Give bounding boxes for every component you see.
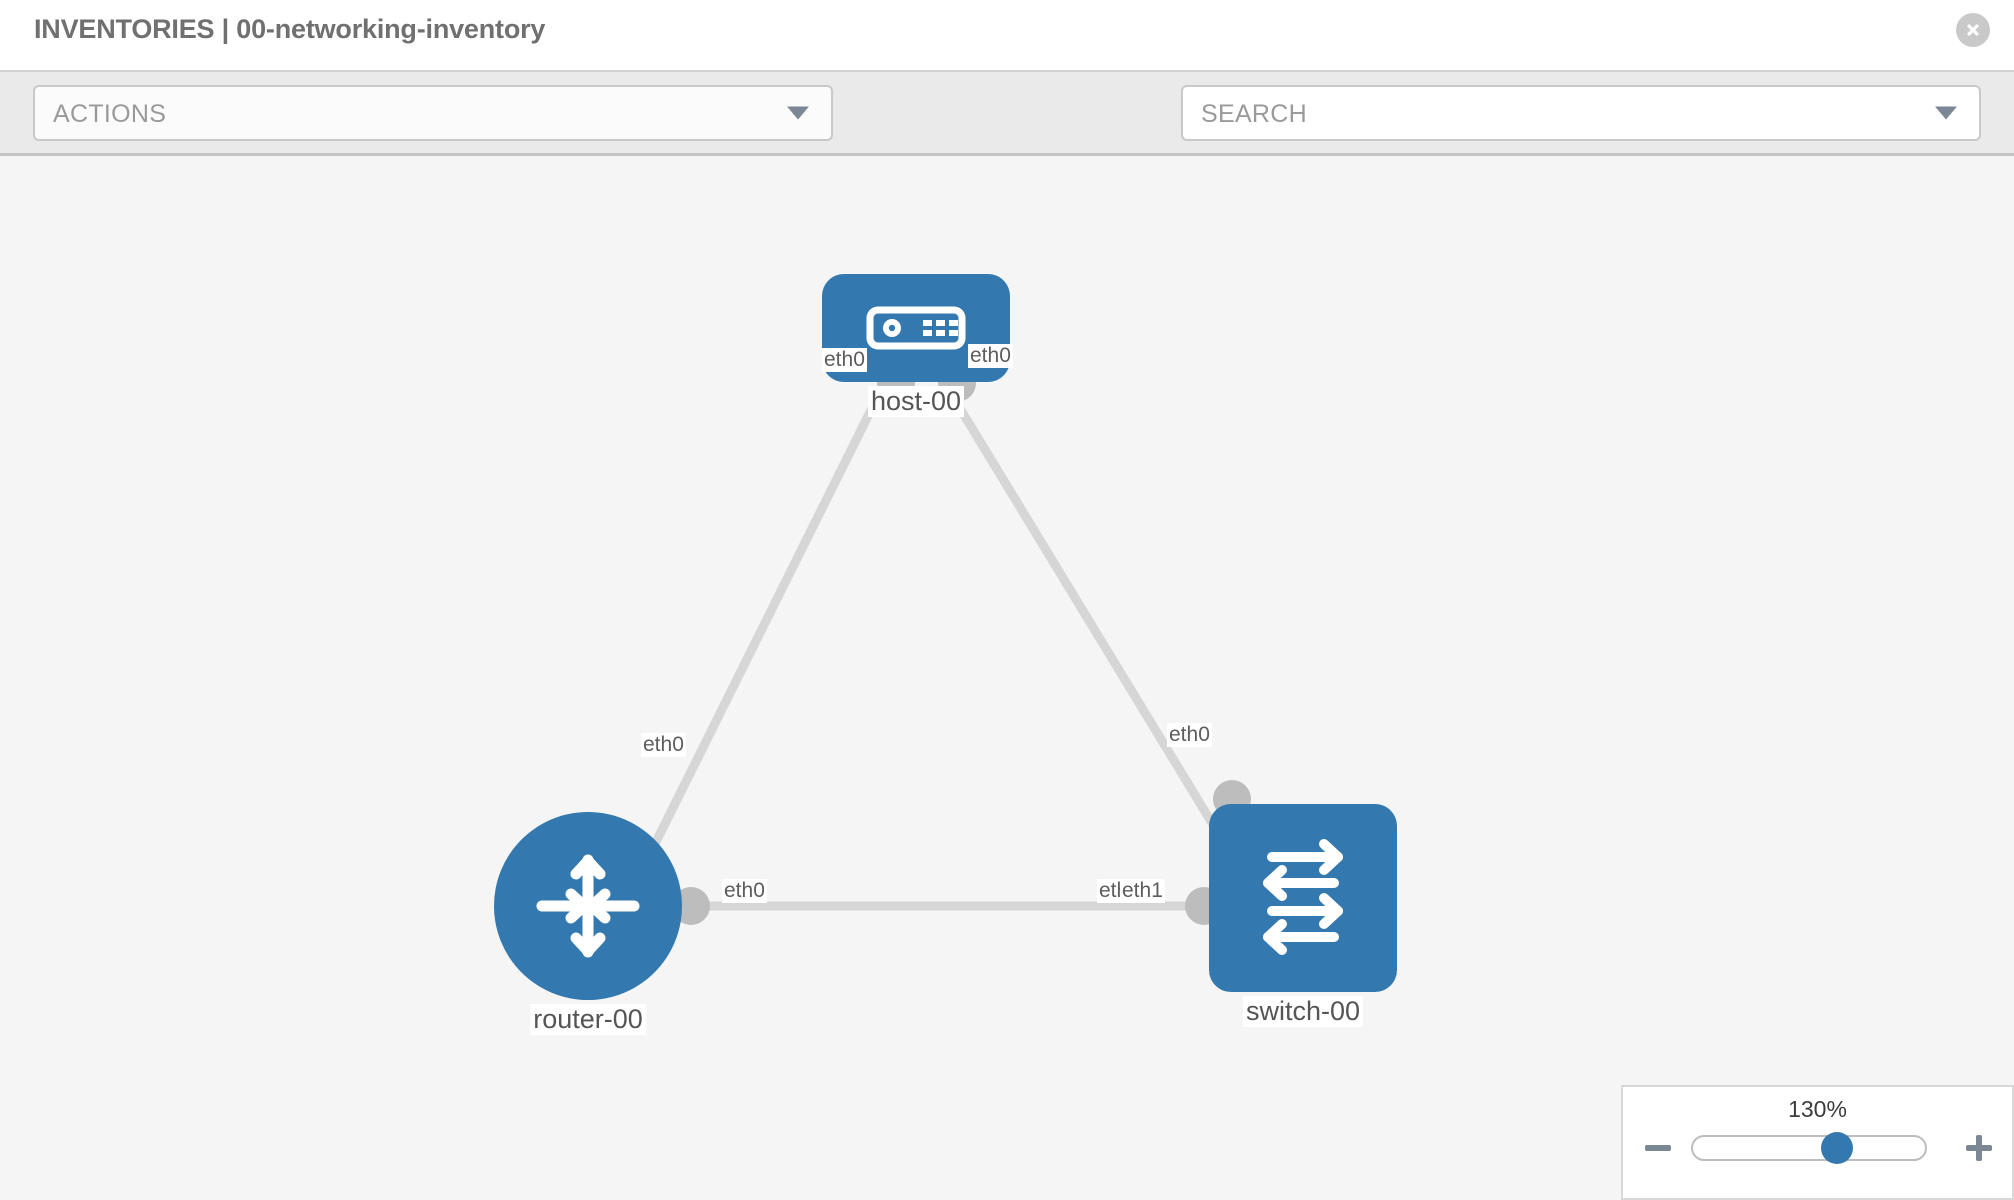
node-label-switch-00: switch-00 (1242, 996, 1364, 1027)
plus-icon[interactable] (1964, 1133, 1994, 1163)
topology-canvas[interactable]: router-00 --> switch-00 --> switch-00 --… (0, 156, 2014, 1200)
actions-dropdown-label: ACTIONS (53, 100, 167, 128)
node-label-router-00: router-00 (530, 1004, 646, 1035)
iface-label-host00-right: eth0 (968, 344, 1013, 368)
actions-dropdown[interactable]: ACTIONS (33, 85, 833, 141)
search-input[interactable]: SEARCH (1181, 85, 1981, 141)
slider-thumb[interactable] (1820, 1132, 1853, 1164)
link-host00-router00 (635, 389, 885, 877)
search-input-value: SEARCH (1201, 100, 1307, 128)
router-arrows-icon (536, 854, 640, 958)
page-title: INVENTORIES | 00-networking-inventory (34, 14, 546, 44)
zoom-control-panel: 130% (1621, 1085, 2014, 1200)
iface-label-switch00-left-eth1: eth1 (1120, 879, 1165, 903)
node-router-00[interactable]: router-00 (494, 812, 682, 1035)
switch-00-shape[interactable] (1209, 804, 1397, 992)
zoom-slider[interactable] (1691, 1132, 1927, 1164)
iface-label-switch00-up: eth0 (1167, 723, 1212, 747)
iface-label-host00-left: eth0 (822, 348, 867, 372)
topology-links: router-00 --> switch-00 --> switch-00 --… (635, 389, 1236, 911)
minus-icon[interactable] (1643, 1133, 1673, 1163)
toolbar: ACTIONS SEARCH (0, 70, 2014, 205)
node-switch-00[interactable]: switch-00 (1209, 804, 1397, 1027)
node-label-host-00: host-00 (867, 386, 965, 417)
chevron-down-icon (1935, 106, 1957, 120)
chevron-down-icon (787, 106, 809, 120)
server-icon (866, 306, 966, 350)
page-header: INVENTORIES | 00-networking-inventory (0, 0, 2014, 70)
switch-arrows-icon (1263, 839, 1343, 955)
link-host00-switch00 (946, 389, 1236, 859)
iface-label-router00-right: eth0 (722, 879, 767, 903)
iface-label-router00-up: eth0 (641, 733, 686, 757)
close-icon[interactable] (1956, 13, 1990, 47)
router-00-shape[interactable] (494, 812, 682, 1000)
node-host-00[interactable]: host-00 (822, 274, 1010, 417)
zoom-level-value: 130% (1788, 1096, 1847, 1122)
